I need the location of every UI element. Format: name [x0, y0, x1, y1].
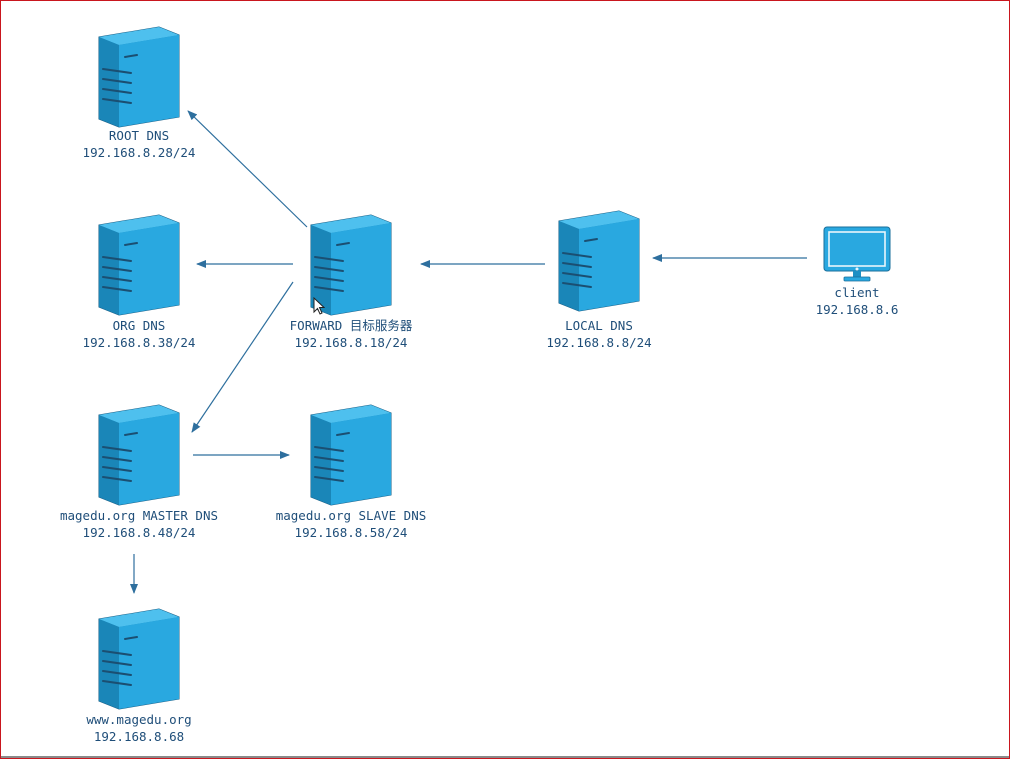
server-icon [98, 214, 180, 316]
node-slave-ip: 192.168.8.58/24 [294, 525, 408, 540]
node-forward-ip: 192.168.8.18/24 [294, 335, 408, 350]
node-forward-caption: FORWARD 目标服务器 192.168.8.18/24 [241, 317, 461, 351]
node-www-caption: www.magedu.org 192.168.8.68 [29, 711, 249, 745]
node-forward-server [261, 213, 441, 317]
server-icon [98, 404, 180, 506]
node-www [49, 607, 229, 711]
node-local-name: LOCAL DNS [565, 318, 633, 333]
node-org-ip: 192.168.8.38/24 [82, 335, 196, 350]
node-org-dns [49, 213, 229, 317]
node-local-caption: LOCAL DNS 192.168.8.8/24 [489, 317, 709, 351]
node-root-ip: 192.168.8.28/24 [82, 145, 196, 160]
node-master-name: magedu.org MASTER DNS [59, 508, 219, 523]
server-icon [310, 214, 392, 316]
node-client-name: client [834, 285, 880, 300]
node-root-dns [49, 25, 229, 129]
node-forward-name: FORWARD 目标服务器 [289, 318, 413, 333]
node-master-ip: 192.168.8.48/24 [82, 525, 196, 540]
node-client [767, 225, 947, 283]
node-master-caption: magedu.org MASTER DNS 192.168.8.48/24 [29, 507, 249, 541]
node-slave-caption: magedu.org SLAVE DNS 192.168.8.58/24 [241, 507, 461, 541]
node-www-ip: 192.168.8.68 [93, 729, 185, 744]
node-www-name: www.magedu.org [86, 712, 192, 727]
node-slave-dns [261, 403, 441, 507]
node-client-caption: client 192.168.8.6 [747, 284, 967, 318]
bottom-divider [1, 756, 1009, 758]
node-root-caption: ROOT DNS 192.168.8.28/24 [29, 127, 249, 161]
monitor-icon [823, 226, 891, 282]
server-icon [98, 26, 180, 128]
server-icon [558, 210, 640, 312]
node-local-ip: 192.168.8.8/24 [546, 335, 652, 350]
node-local-dns [509, 209, 689, 313]
server-icon [310, 404, 392, 506]
node-slave-name: magedu.org SLAVE DNS [275, 508, 427, 523]
node-master-dns [49, 403, 229, 507]
node-root-name: ROOT DNS [108, 128, 170, 143]
arrow-forward-to-master [191, 281, 294, 433]
server-icon [98, 608, 180, 710]
node-org-caption: ORG DNS 192.168.8.38/24 [29, 317, 249, 351]
node-client-ip: 192.168.8.6 [815, 302, 899, 317]
node-org-name: ORG DNS [112, 318, 166, 333]
arrow-forward-to-root [187, 110, 308, 228]
mouse-cursor-icon [313, 297, 325, 315]
